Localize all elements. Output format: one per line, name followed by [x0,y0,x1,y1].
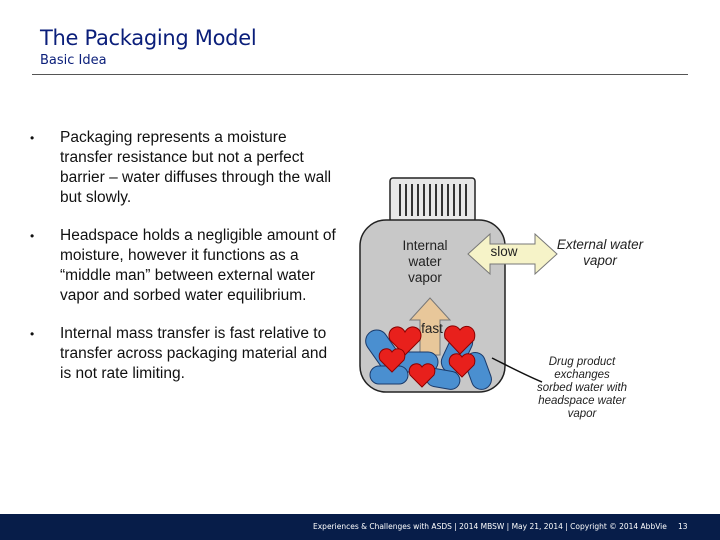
bullet-text: Internal mass transfer is fast relative … [60,325,328,382]
bullet-list: • Packaging represents a moisture transfe… [28,128,338,402]
bullet-marker: • [30,229,35,243]
bullet-item: • Internal mass transfer is fast relative… [28,324,338,384]
bullet-text: Packaging represents a moisture transfer… [60,129,332,206]
drug-callout-line [491,357,543,383]
internal-vapor-line: Internal [402,238,448,253]
footer-bar: Experiences & Challenges with ASDS | 201… [0,514,720,540]
external-vapor-line: vapor [583,253,617,268]
slide-title: The Packaging Model [40,26,257,50]
drug-exchange-line: Drug product [548,356,616,368]
internal-vapor-line: water [408,254,442,269]
cap-ridges [399,184,467,216]
page-number: 13 [678,522,688,531]
bullet-text: Headspace holds a negligible amount of m… [60,227,336,304]
footer-text: Experiences & Challenges with ASDS | 201… [313,522,667,531]
pill-pile [365,325,492,390]
title-divider [32,74,688,75]
bottle-illustration [359,177,558,393]
bottle-cap [389,177,476,223]
fast-label: fast [421,321,443,336]
drug-exchange-line: exchanges [554,369,610,381]
drug-exchange-line: vapor [567,408,597,420]
bullet-marker: • [30,327,35,341]
external-vapor-label: External water vapor [550,237,650,269]
bullet-item: • Packaging represents a moisture transfe… [28,128,338,208]
bullet-marker: • [30,131,35,145]
drug-exchange-label: Drug product exchanges sorbed water with… [526,356,638,421]
drug-exchange-line: headspace water [538,395,626,407]
external-vapor-line: External water [556,237,644,252]
bullet-item: • Headspace holds a negligible amount of … [28,226,338,306]
packaging-diagram: Internal water vapor slow External water… [350,170,690,440]
slow-arrow [467,232,558,276]
drug-exchange-line: sorbed water with [536,382,628,394]
fast-arrow [408,297,452,356]
slide-subtitle: Basic Idea [40,53,107,68]
slow-label: slow [490,244,518,259]
internal-vapor-label: Internal water vapor [394,238,456,286]
internal-vapor-line: vapor [408,270,442,285]
